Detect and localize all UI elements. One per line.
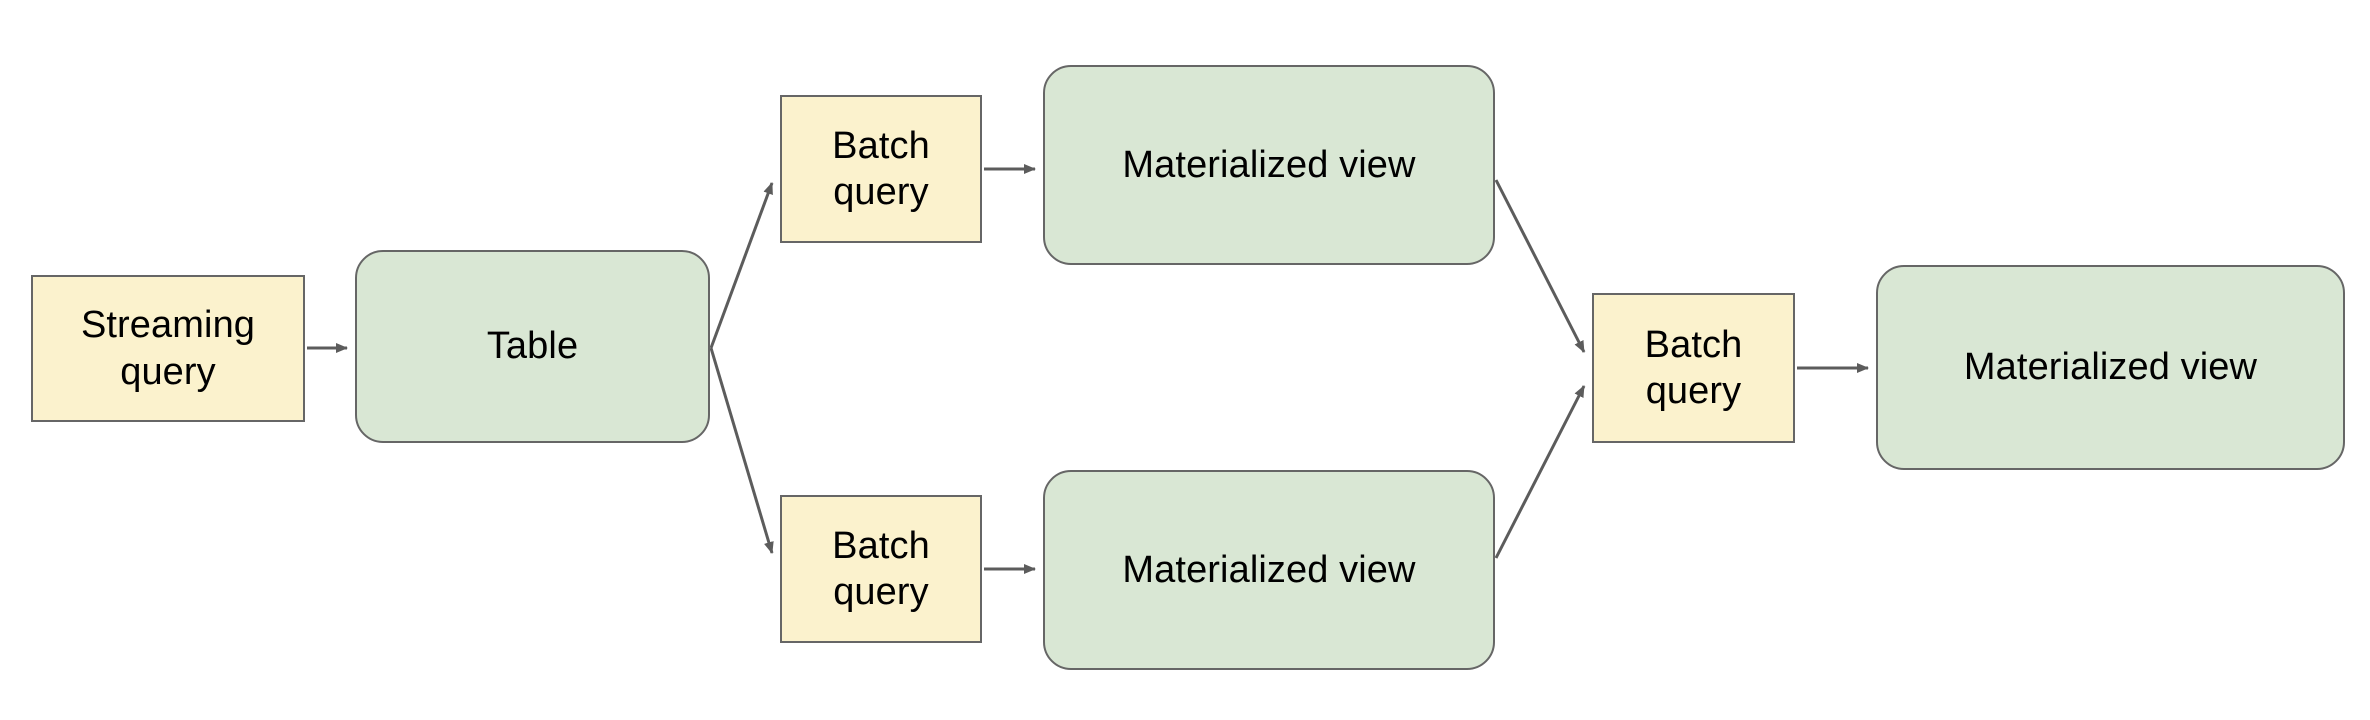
node-materialized-view-top[interactable]: Materialized view [1043,65,1495,265]
node-materialized-view-bottom[interactable]: Materialized view [1043,470,1495,670]
edge-table-to-batch-query-bottom [709,347,774,554]
node-streaming-query-label: Streaming query [80,304,256,393]
node-materialized-view-final[interactable]: Materialized view [1876,265,2345,470]
node-batch-query-top-label: Batch query [832,124,930,213]
node-batch-query-right-label: Batch query [1644,323,1743,412]
edge-materialized-view-bottom-to-batch-query-right [1494,385,1586,559]
node-table[interactable]: Table [355,250,710,443]
edge-materialized-view-top-to-batch-query-right [1494,179,1586,353]
node-materialized-view-bottom-label: Materialized view [1122,548,1416,591]
node-batch-query-right[interactable]: Batch query [1592,293,1795,443]
node-batch-query-bottom[interactable]: Batch query [780,495,982,643]
node-batch-query-bottom-label: Batch query [832,524,930,613]
node-materialized-view-top-label: Materialized view [1122,143,1416,186]
node-batch-query-top[interactable]: Batch query [780,95,982,243]
node-table-label: Table [486,325,579,368]
edge-table-to-batch-query-top [709,182,774,349]
node-materialized-view-final-label: Materialized view [1963,346,2258,389]
node-streaming-query[interactable]: Streaming query [31,275,305,422]
